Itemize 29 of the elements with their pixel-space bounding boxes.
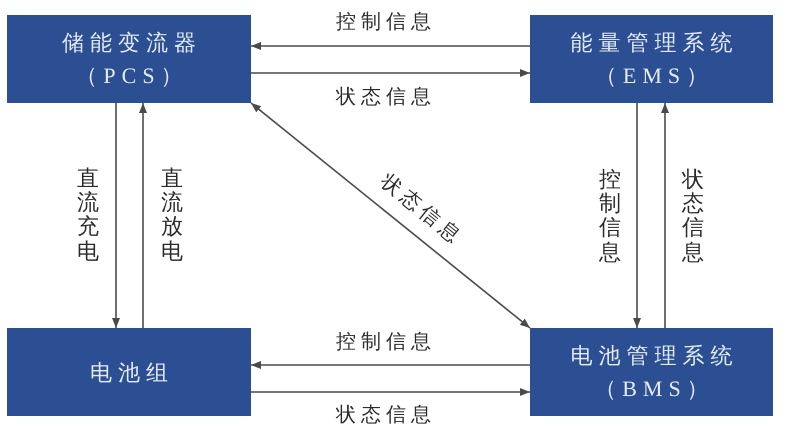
process-box [530, 328, 773, 416]
arrow [661, 103, 669, 328]
node-title: 储能变流器 [61, 29, 202, 57]
arrow [633, 103, 641, 328]
node-subtitle: （EMS） [594, 62, 714, 90]
node-subtitle: （BMS） [593, 375, 715, 403]
arrow [251, 42, 530, 50]
arrow [250, 102, 530, 329]
arrow [139, 103, 147, 328]
edge-label: 状态信息 [376, 169, 468, 251]
edge-label: 状态信息 [682, 168, 704, 264]
process-box [7, 15, 251, 103]
edge-label: 状态信息 [336, 403, 436, 427]
node-title: 电池管理系统 [570, 342, 738, 370]
arrow [112, 103, 120, 328]
arrow [251, 69, 530, 77]
edge-label: 控制信息 [336, 10, 436, 34]
edge-label: 状态信息 [336, 85, 436, 109]
process-box [7, 328, 251, 416]
node-title: 电池组 [89, 358, 174, 386]
node-title: 能量管理系统 [570, 29, 738, 57]
edge-label: 直流充电 [77, 166, 99, 264]
arrow [251, 361, 530, 369]
edge-label: 直流放电 [161, 166, 183, 264]
arrow [251, 388, 530, 396]
node-subtitle: （PCS） [74, 62, 189, 90]
edge-label: 控制信息 [599, 168, 621, 264]
process-box [530, 15, 773, 103]
edge-label: 控制信息 [336, 330, 436, 354]
